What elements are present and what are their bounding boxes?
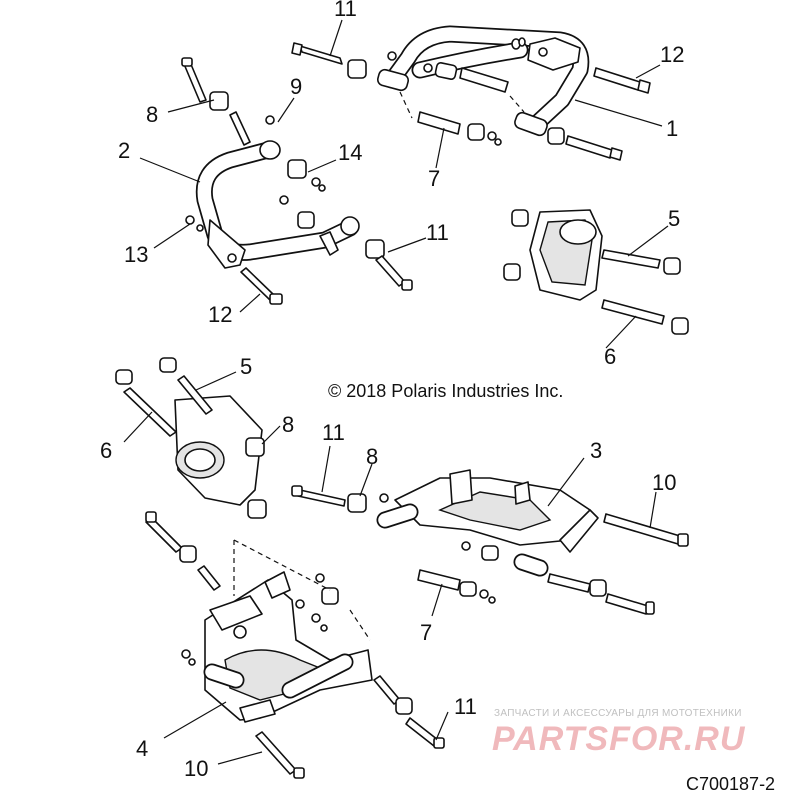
upper-control-arm-1 <box>376 25 590 137</box>
lower-control-arm-3 <box>376 469 599 577</box>
watermark-brand: PARTSFOR.RU <box>492 720 746 758</box>
bolt-11-bottom <box>373 675 445 749</box>
watermark-tagline: ЗАПЧАСТИ И АКСЕССУАРЫ ДЛЯ МОТОТЕХНИКИ <box>494 708 742 719</box>
bolt-8-upper <box>181 57 275 146</box>
bushings-14 <box>185 159 413 291</box>
bolt-12-mid <box>240 267 283 305</box>
bolt-10-right <box>603 513 689 547</box>
callout-2: 2 <box>118 138 130 163</box>
upper-control-arm-2 <box>195 140 360 269</box>
callout-14: 14 <box>338 140 362 165</box>
callout-10-right: 10 <box>652 470 676 495</box>
callout-11-mid: 11 <box>426 220 449 245</box>
callout-6-left: 6 <box>100 438 112 463</box>
callout-8-low: 8 <box>366 444 378 469</box>
callout-7-low: 7 <box>420 620 432 645</box>
bolt-10-bottom <box>255 731 305 779</box>
callout-4: 4 <box>136 736 148 761</box>
bolt-12-top <box>593 67 651 94</box>
callout-6-right: 6 <box>604 344 616 369</box>
callout-5-left: 5 <box>240 354 252 379</box>
diagram-code: C700187-2 <box>686 774 775 794</box>
callout-numbers: 11 12 1 7 9 8 2 14 13 11 12 5 6 5 6 8 11… <box>100 0 684 781</box>
callout-11-bottom: 11 <box>454 694 477 719</box>
sleeve-7-top <box>417 111 623 161</box>
callout-11-low: 11 <box>322 420 345 445</box>
knuckle-right <box>503 209 689 335</box>
bolt-top-bottom-left <box>145 511 339 666</box>
copyright-notice: © 2018 Polaris Industries Inc. <box>328 381 563 401</box>
knuckle-left <box>115 357 267 519</box>
bolt-11-top <box>291 42 343 65</box>
callout-9: 9 <box>290 74 302 99</box>
callout-3: 3 <box>590 438 602 463</box>
watermark: ЗАПЧАСТИ И АКСЕССУАРЫ ДЛЯ МОТОТЕХНИКИ PA… <box>492 708 746 758</box>
callout-1: 1 <box>666 116 678 141</box>
callout-12-mid: 12 <box>208 302 232 327</box>
callout-12-top: 12 <box>660 42 684 67</box>
callout-7-top: 7 <box>428 166 440 191</box>
callout-11-top: 11 <box>334 0 357 21</box>
callout-10-bottom: 10 <box>184 756 208 781</box>
callout-13: 13 <box>124 242 148 267</box>
callout-8-top: 8 <box>146 102 158 127</box>
bushing-top-left <box>347 51 509 93</box>
lower-control-arm-4 <box>203 571 373 723</box>
bolt-11-low <box>291 485 389 513</box>
callout-5-right: 5 <box>668 206 680 231</box>
leader-lines <box>123 19 669 765</box>
sleeve-7-low <box>417 541 655 615</box>
callout-8-left: 8 <box>282 412 294 437</box>
